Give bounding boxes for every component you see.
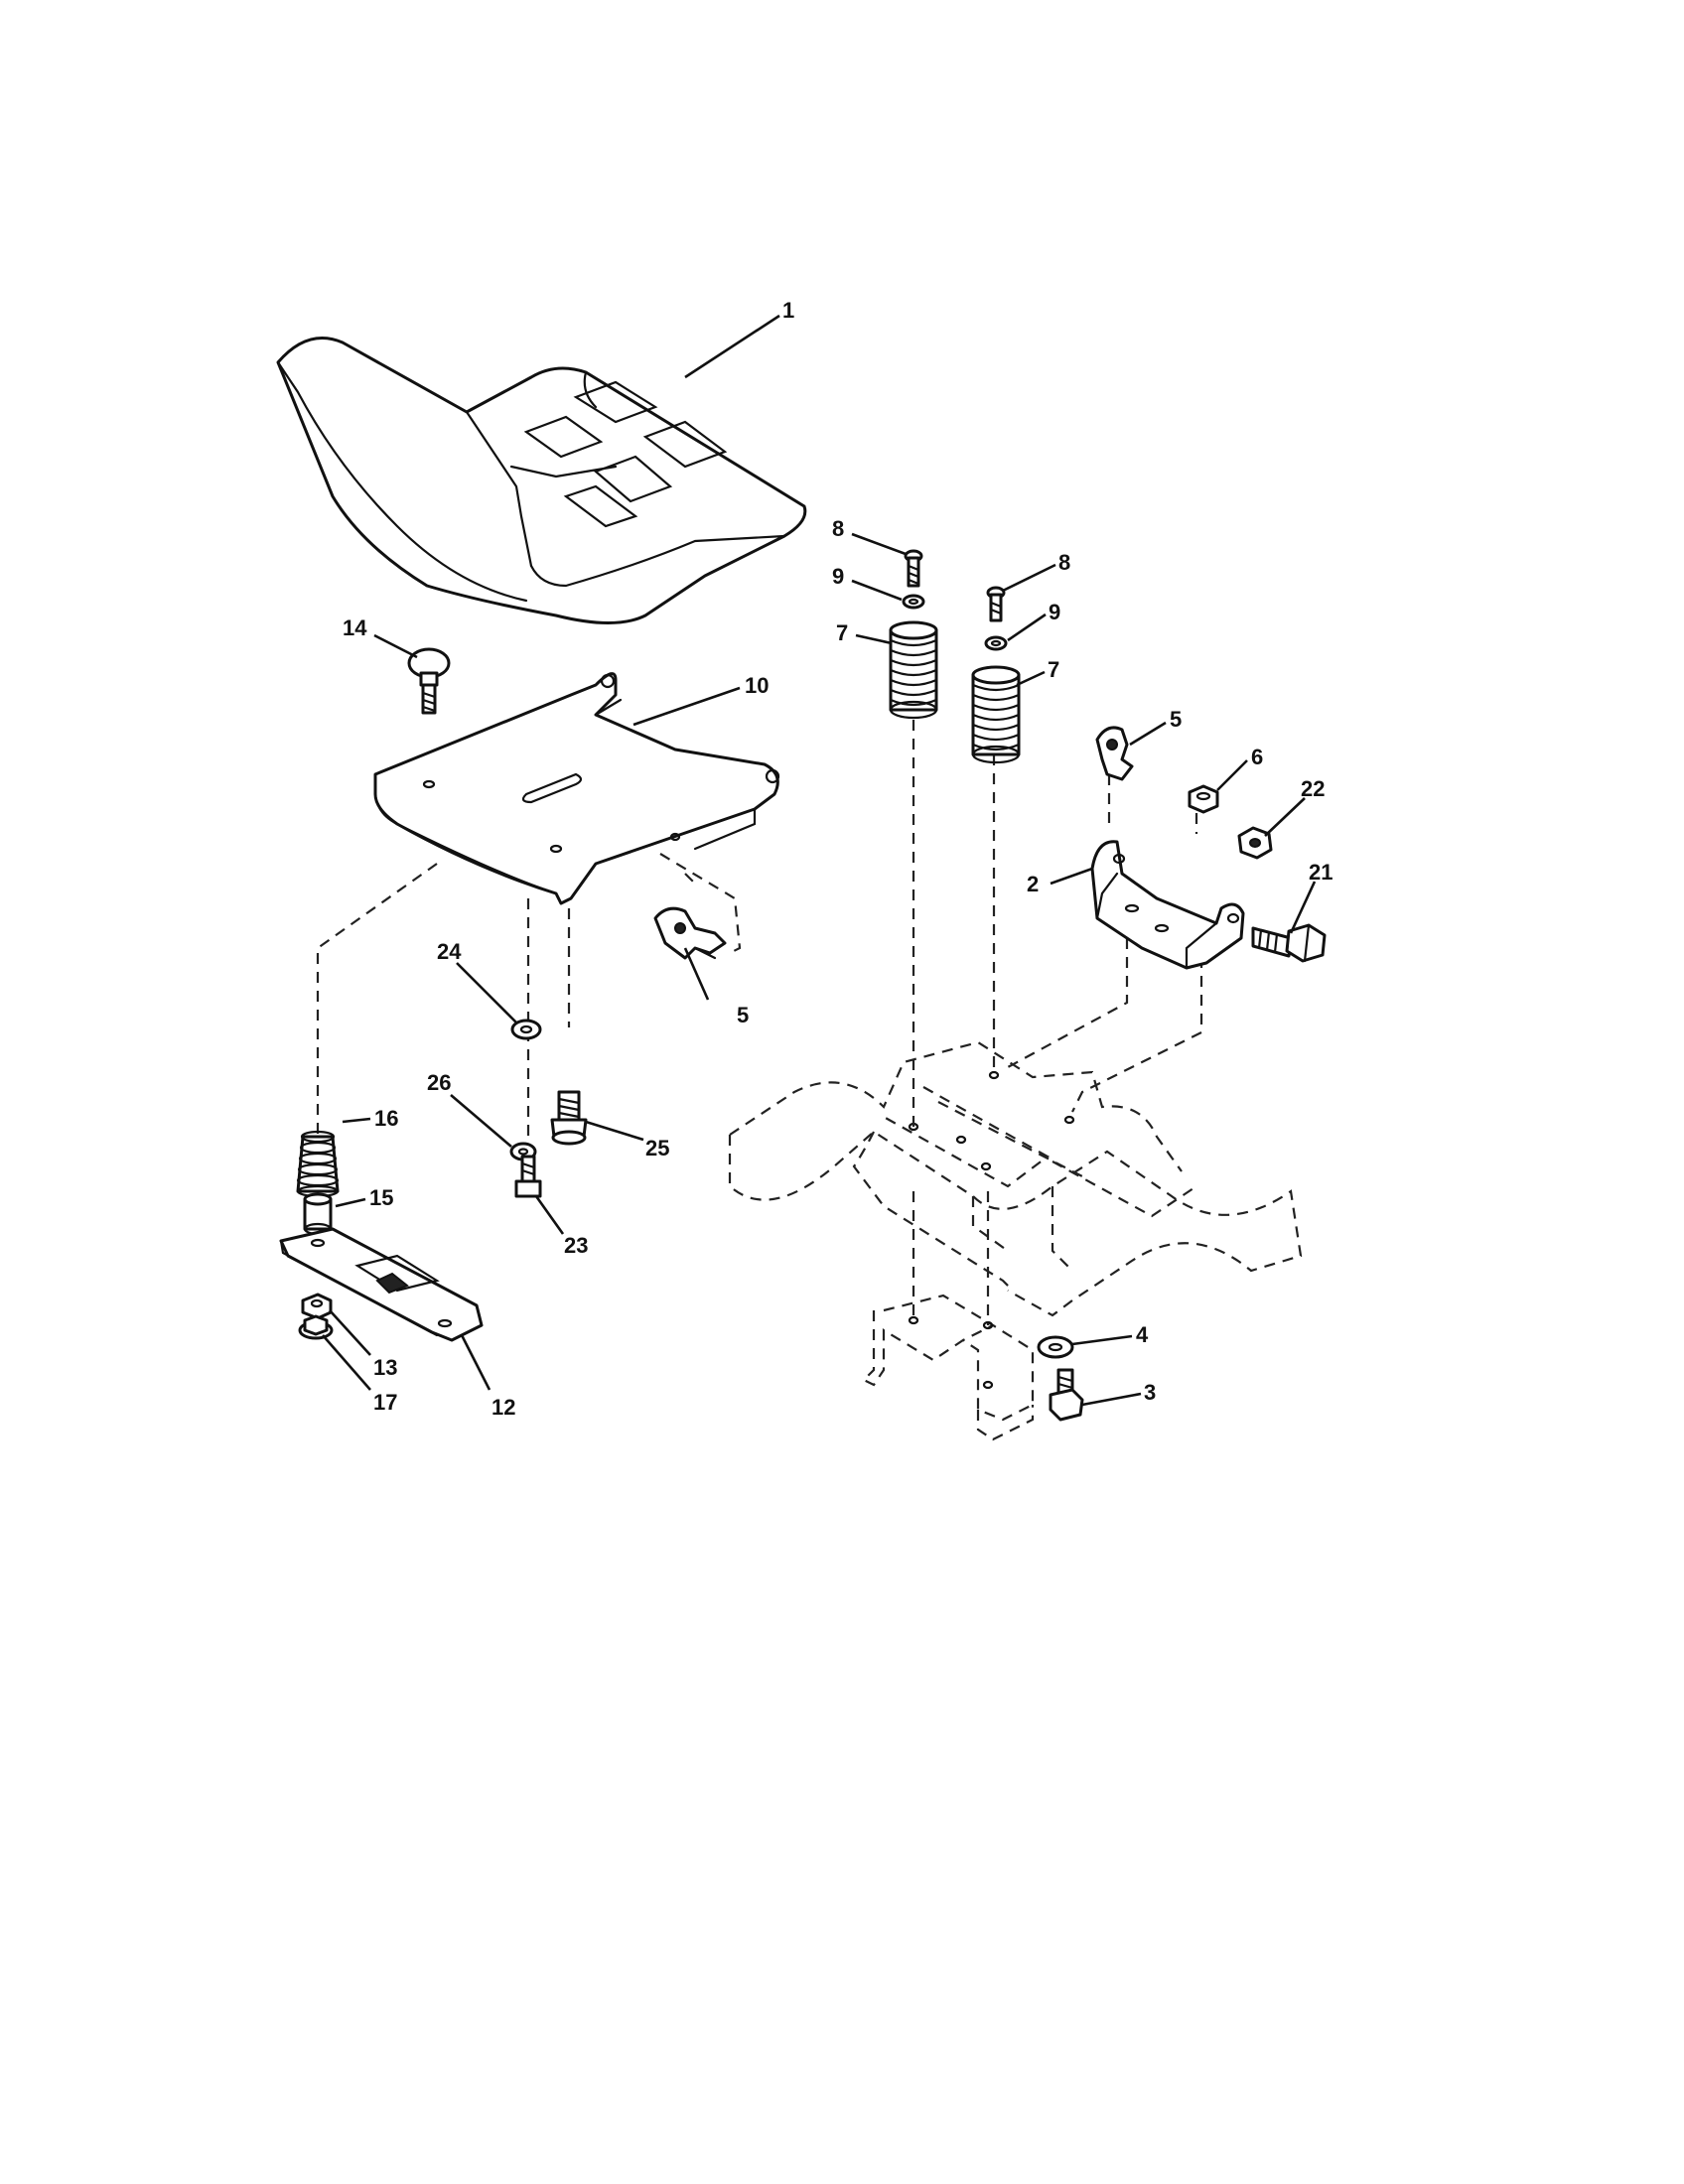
shoulder-bolt: [550, 1090, 588, 1146]
callout-25: 25: [645, 1136, 669, 1160]
callout-4: 4: [1136, 1322, 1149, 1347]
callout-5-left: 5: [737, 1003, 749, 1027]
washer-9-right: [984, 635, 1008, 651]
leader-lines: [322, 314, 1317, 1407]
callout-24: 24: [437, 939, 462, 964]
seat-clip-left: [653, 906, 727, 960]
washer-4: [1037, 1335, 1074, 1359]
callout-22: 22: [1301, 776, 1325, 801]
seat: [276, 337, 807, 624]
bolt-8-left: [904, 549, 923, 588]
callout-3: 3: [1144, 1380, 1156, 1405]
callout-26: 26: [427, 1070, 451, 1095]
frame-mount-bracket: [862, 1294, 1035, 1441]
seat-adjust-plate: [279, 1227, 484, 1342]
bolt-3: [1049, 1368, 1084, 1422]
callout-23: 23: [564, 1233, 588, 1258]
nut-22: [1237, 826, 1273, 860]
callout-13: 13: [373, 1355, 397, 1380]
spring-7-right: [971, 665, 1021, 764]
callout-8-right: 8: [1058, 550, 1070, 575]
nut-13: [301, 1293, 333, 1320]
callout-10: 10: [745, 673, 769, 698]
flange-nut-17: [298, 1314, 334, 1340]
seat-pan: [373, 672, 780, 905]
callout-9-right: 9: [1049, 600, 1060, 624]
callout-7-left: 7: [836, 620, 848, 645]
callout-15: 15: [369, 1185, 393, 1210]
spring-16: [296, 1130, 340, 1198]
callout-1: 1: [782, 298, 794, 323]
callout-7-right: 7: [1048, 657, 1059, 682]
callout-2: 2: [1027, 872, 1039, 896]
callout-12: 12: [491, 1395, 515, 1420]
callout-6: 6: [1251, 745, 1263, 769]
callout-17: 17: [373, 1390, 397, 1415]
callout-16: 16: [374, 1106, 398, 1131]
hex-bolt-21: [1251, 923, 1327, 963]
bolt-8-right: [986, 586, 1006, 622]
carriage-bolt: [407, 647, 451, 715]
spring-7-left: [889, 620, 938, 720]
seat-bracket: [1090, 840, 1245, 970]
nut-6: [1188, 784, 1219, 814]
seat-pad-panels: [523, 380, 728, 528]
callout-8-left: 8: [832, 516, 844, 541]
callout-14: 14: [343, 615, 367, 640]
callout-21: 21: [1309, 860, 1333, 885]
frame-mount-holes: [908, 1070, 1075, 1390]
washer-24: [510, 1019, 542, 1040]
tractor-frame-outline: [728, 1040, 1303, 1317]
callout-9-left: 9: [832, 564, 844, 589]
callout-labels: 1 10 14 5 24 26 25 23 16 15 12 13 17 8 9…: [343, 298, 1333, 1420]
bushing: [303, 1192, 333, 1236]
bolt-23: [514, 1155, 542, 1198]
callout-5-right: 5: [1170, 707, 1182, 732]
seat-clip-right: [1095, 726, 1134, 781]
washer-9-left: [902, 594, 925, 610]
